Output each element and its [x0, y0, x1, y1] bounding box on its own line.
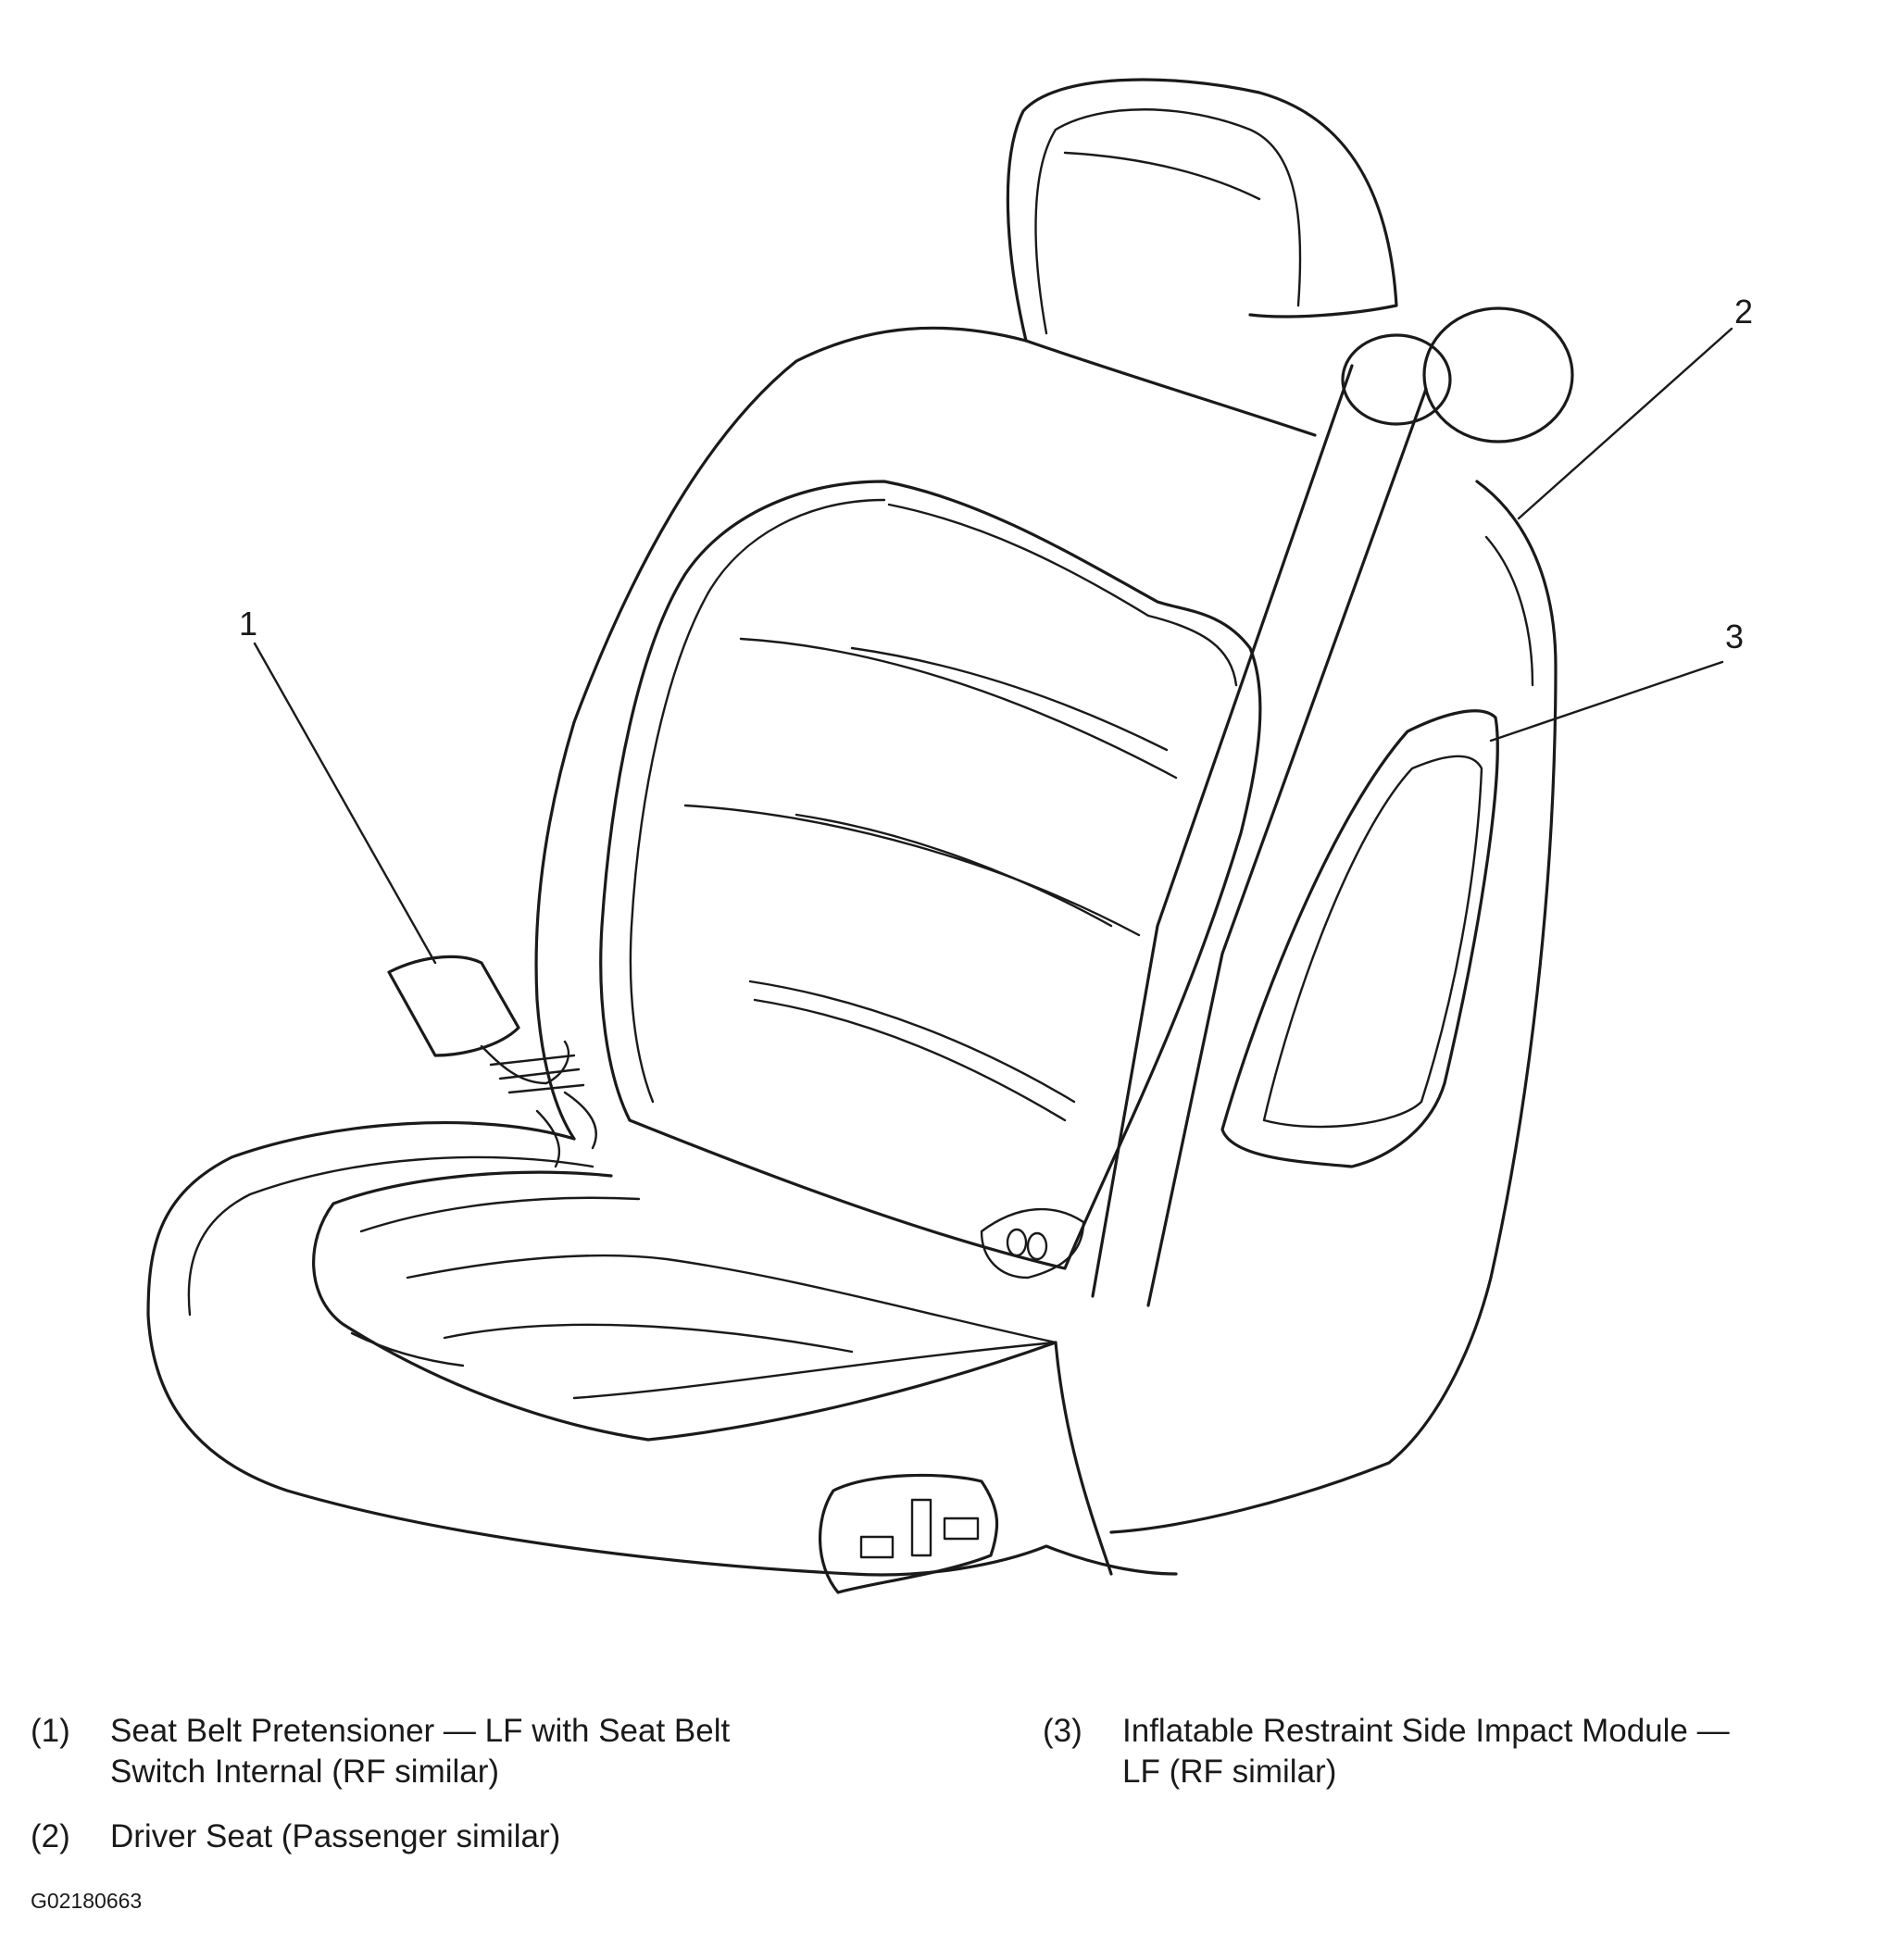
seat-diagram: 1 2 3 [146, 78, 1753, 1594]
legend-item-1: (1) Seat Belt Pretensioner — LF with Sea… [31, 1711, 920, 1796]
backrest-panel [599, 480, 1262, 1270]
belt-guide [1341, 333, 1452, 426]
figure-id: G02180663 [31, 1889, 143, 1913]
backrest-outer [534, 326, 1028, 1141]
legend-item-3: (3) Inflatable Restraint Side Impact Mod… [1043, 1711, 1858, 1796]
seat-base [1054, 1341, 1113, 1576]
legend-text: Seat Belt Pretensioner — LF with Seat Be… [110, 1713, 731, 1790]
power-seat-switch [819, 1473, 999, 1594]
callout-1: 1 [239, 605, 257, 643]
legend-number: (2) [31, 1818, 70, 1854]
seat-belt [1091, 364, 1428, 1307]
side-impact-module [1220, 709, 1499, 1168]
callout-3: 3 [1725, 618, 1744, 655]
legend-text: Driver Seat (Passenger similar) [110, 1818, 561, 1854]
callout-2: 2 [1734, 293, 1753, 331]
legend-item-2: (2) Driver Seat (Passenger similar) [31, 1816, 920, 1859]
seat-cushion [146, 1120, 1178, 1577]
seat-illustration [146, 78, 1574, 1594]
legend-text: Inflatable Restraint Side Impact Module … [1122, 1713, 1730, 1790]
legend-number: (1) [31, 1713, 70, 1749]
legend-number: (3) [1043, 1713, 1082, 1749]
headrest [1006, 78, 1398, 343]
seat-belt-pretensioner [387, 955, 520, 1057]
